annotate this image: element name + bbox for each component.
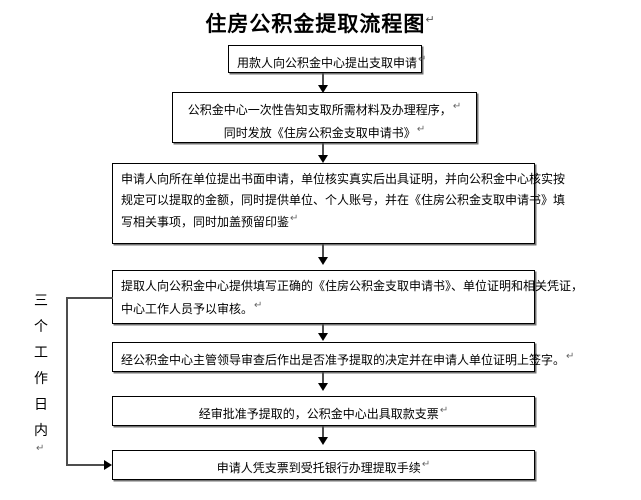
flow-node-4: 提取人向公积金中心提供填写正确的《住房公积金支取申请书》、单位证明和相关凭证， …: [112, 270, 583, 324]
paragraph-mark: ↵: [566, 351, 575, 362]
flow-node-1-line-1: 用款人向公积金中心提出支取申请↵: [237, 51, 426, 74]
connector-5-6-shaft: [322, 372, 324, 388]
flow-node-6: 经审批准予提取的，公积金中心出具取款支票↵: [112, 396, 535, 426]
paragraph-mark: ↵: [421, 459, 431, 470]
flow-node-2-text-1: 公积金中心一次性告知支取所需材料及办理程序，: [187, 103, 452, 117]
connector-2-3-arrowhead: [318, 155, 328, 163]
flow-node-3-text-3: 写相关事项，同时加盖预留印鉴: [121, 215, 290, 230]
bracket-vertical-segment: [66, 297, 68, 465]
flow-node-5: 经公积金中心主管领导审查后作出是否准予提取的决定并在申请人单位证明上签字。↵: [112, 342, 574, 372]
bracket-arrowhead: [104, 460, 112, 470]
duration-note-vertical: 三 个 工 作 日 内 ↵: [24, 288, 58, 454]
flow-node-6-text-1: 经审批准予提取的，公积金中心出具取款支票: [198, 407, 439, 421]
flow-node-1-text-1: 用款人向公积金中心提出支取申请: [237, 56, 418, 70]
flow-node-3: 申请人向所在单位提出书面申请，单位核实真实后出具证明，并向公积金中心核实按 规定…: [112, 163, 565, 244]
duration-note-char-6: 内: [34, 423, 48, 439]
flow-node-5-text-1: 经公积金中心主管领导审查后作出是否准予提取的决定并在申请人单位证明上签字。: [121, 353, 566, 367]
page-title-text: 住房公积金提取流程图: [205, 12, 426, 36]
flow-node-3-text-2: 规定可以提取的金额，同时提供单位、个人账号，并在《住房公积金支取申请书》填: [121, 192, 566, 207]
duration-note-char-5: 日: [34, 397, 48, 413]
flow-node-3-line-2: 规定可以提取的金额，同时提供单位、个人账号，并在《住房公积金支取申请书》填: [121, 190, 565, 211]
flow-node-7: 申请人凭支票到受托银行办理提取手续↵: [112, 450, 535, 480]
flow-node-3-text-1: 申请人向所在单位提出书面申请，单位核实真实后出具证明，并向公积金中心核实按: [121, 172, 566, 186]
paragraph-mark: ↵: [416, 123, 426, 135]
paragraph-mark: ↵: [254, 299, 263, 311]
flow-node-7-line-1: 申请人凭支票到受托银行办理提取手续↵: [121, 456, 526, 479]
connector-4-5-arrowhead: [318, 333, 328, 341]
paragraph-mark: ↵: [36, 443, 45, 454]
connector-5-6-arrowhead: [318, 383, 328, 391]
flow-node-7-text-1: 申请人凭支票到受托银行办理提取手续: [216, 461, 421, 475]
paragraph-mark: ↵: [439, 405, 449, 416]
connector-1-2-shaft: [322, 73, 324, 91]
connector-2-3-shaft: [322, 143, 324, 159]
duration-note-char-1: 三: [34, 293, 48, 309]
flow-node-4-line-1: 提取人向公积金中心提供填写正确的《住房公积金支取申请书》、单位证明和相关凭证，: [121, 276, 583, 297]
flow-node-2-line-1: 公积金中心一次性告知支取所需材料及办理程序，↵: [181, 98, 468, 121]
flow-node-1: 用款人向公积金中心提出支取申请↵: [228, 45, 426, 74]
flow-node-6-line-1: 经审批准予提取的，公积金中心出具取款支票↵: [121, 402, 526, 425]
flow-node-3-line-1: 申请人向所在单位提出书面申请，单位核实真实后出具证明，并向公积金中心核实按: [121, 169, 565, 190]
flow-node-5-line-1: 经公积金中心主管领导审查后作出是否准予提取的决定并在申请人单位证明上签字。↵: [121, 348, 574, 371]
duration-note-char-2: 个: [34, 319, 48, 335]
flow-node-2-text-2: 同时发放《住房公积金支取申请书》: [223, 125, 416, 140]
duration-note-char-4: 作: [34, 371, 48, 387]
flow-node-4-line-2: 中心工作人员予以审核。↵: [121, 297, 526, 320]
duration-note-char-3: 工: [34, 345, 48, 361]
paragraph-mark: ↵: [418, 54, 427, 65]
flow-node-2: 公积金中心一次性告知支取所需材料及办理程序，↵ 同时发放《住房公积金支取申请书》…: [172, 92, 477, 143]
bracket-bottom-segment: [66, 464, 108, 466]
connector-6-7-shaft: [322, 426, 324, 442]
bracket-top-segment: [66, 297, 113, 299]
paragraph-mark: ↵: [290, 213, 299, 225]
paragraph-mark: ↵: [452, 101, 462, 112]
flow-node-4-text-2: 中心工作人员予以审核。: [121, 301, 254, 316]
flow-node-4-text-1: 提取人向公积金中心提供填写正确的《住房公积金支取申请书》、单位证明和相关凭证，: [121, 279, 584, 293]
flow-node-3-line-3: 写相关事项，同时加盖预留印鉴↵: [121, 210, 526, 233]
paragraph-mark: ↵: [425, 13, 436, 26]
connector-1-2-arrowhead: [318, 85, 328, 93]
connector-3-4-shaft: [322, 244, 324, 262]
connector-4-5-shaft: [322, 324, 324, 338]
page-title: 住房公积金提取流程图↵: [0, 8, 641, 38]
flow-node-2-line-2: 同时发放《住房公积金支取申请书》↵: [181, 121, 468, 144]
connector-6-7-arrowhead: [318, 437, 328, 445]
connector-3-4-arrowhead: [318, 257, 328, 265]
